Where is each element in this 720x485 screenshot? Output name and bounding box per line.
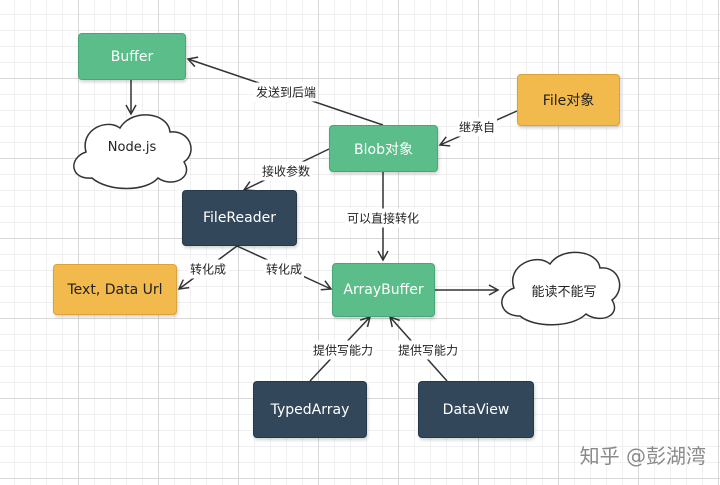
- node-filereader: FileReader: [182, 190, 297, 246]
- label-convert-to-arraybuffer: 转化成: [263, 259, 305, 279]
- cannot-rw-cloud: [501, 251, 621, 326]
- node-arraybuffer: ArrayBuffer: [332, 263, 435, 317]
- label-dataview-write: 提供写能力: [395, 340, 461, 360]
- node-typedarray: TypedArray: [253, 381, 367, 438]
- label-convert-to-text: 转化成: [187, 259, 229, 279]
- node-file: File对象: [517, 74, 620, 126]
- label-inherits-from: 继承自: [456, 117, 498, 137]
- nodejs-cloud: [73, 114, 192, 190]
- label-receive-param: 接收参数: [259, 161, 313, 181]
- node-cannot-rw: 能读不能写: [531, 284, 597, 300]
- node-text-dataurl: Text, Data Url: [53, 264, 177, 315]
- node-buffer: Buffer: [78, 33, 186, 80]
- node-nodejs: Node.js: [107, 139, 157, 155]
- node-blob: Blob对象: [329, 125, 438, 172]
- label-typedarray-write: 提供写能力: [310, 340, 376, 360]
- node-dataview: DataView: [418, 381, 534, 438]
- label-direct-convert: 可以直接转化: [344, 208, 422, 228]
- watermark: 知乎 @彭湖湾: [579, 444, 706, 468]
- label-send-to-backend: 发送到后端: [253, 82, 319, 102]
